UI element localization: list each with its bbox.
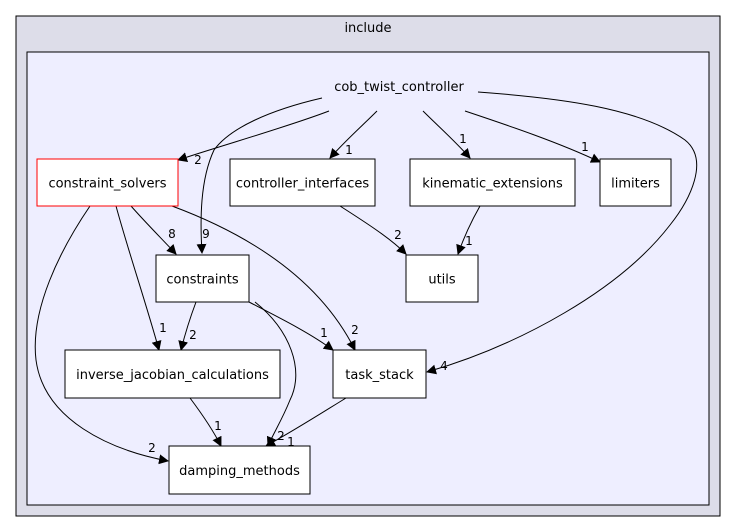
node-controller-interfaces[interactable]: controller_interfaces <box>229 158 376 207</box>
edge-line <box>339 205 407 255</box>
edge-line <box>34 205 169 465</box>
node-utils[interactable]: utils <box>405 254 479 303</box>
edge-constraint-solvers-to-damping-methods[interactable]: 2 <box>34 205 169 465</box>
edge-weight-label[interactable]: 1 <box>214 419 222 433</box>
node-constraint-solvers[interactable]: constraint_solvers <box>36 158 179 207</box>
node-label[interactable]: limiters <box>611 177 660 192</box>
edge-inverse-jacobian-calculations-to-damping-methods[interactable]: 1 <box>189 397 222 447</box>
node-label[interactable]: damping_methods <box>179 464 300 479</box>
node-limiters[interactable]: limiters <box>599 158 672 207</box>
node-label[interactable]: task_stack <box>345 368 414 383</box>
edge-weight-label[interactable]: 9 <box>202 227 210 241</box>
edge-weight-label[interactable]: 1 <box>465 234 473 248</box>
edge-weight-label[interactable]: 1 <box>459 132 467 146</box>
cob-twist-controller-label[interactable]: cob_twist_controller <box>334 80 464 95</box>
node-label[interactable]: constraint_solvers <box>48 177 166 192</box>
node-box[interactable] <box>155 254 250 303</box>
edge-weight-label[interactable]: 8 <box>168 227 176 241</box>
edge-line <box>130 205 177 255</box>
nodes: constraint_solvers controller_interfaces k… <box>36 158 672 495</box>
include-cluster-label: include <box>344 21 391 36</box>
edge-weight-label[interactable]: 1 <box>581 140 589 154</box>
edge-weight-label[interactable]: 1 <box>345 143 353 157</box>
edge-line <box>178 301 197 351</box>
edge-cob-twist-controller-to-limiters[interactable]: 1 <box>464 110 601 163</box>
edge-line <box>456 205 481 255</box>
edge-weight-label[interactable]: 2 <box>189 328 197 342</box>
edge-weight-label[interactable]: 2 <box>148 441 156 455</box>
edge-weight-label[interactable]: 2 <box>194 153 202 167</box>
node-task-stack[interactable]: task_stack <box>332 349 427 399</box>
node-constraints[interactable]: constraints <box>155 254 250 303</box>
edge-line <box>177 110 330 162</box>
node-label[interactable]: inverse_jacobian_calculations <box>76 368 269 383</box>
edge-cob-twist-controller-to-task-stack[interactable]: 4 <box>426 91 698 375</box>
edge-weight-label[interactable]: 1 <box>320 326 328 340</box>
node-kinematic-extensions[interactable]: kinematic_extensions <box>409 158 576 207</box>
node-label[interactable]: constraints <box>166 273 238 288</box>
edge-weight-label[interactable]: 4 <box>440 359 448 373</box>
edge-constraint-solvers-to-inverse-jacobian-calculations[interactable]: 1 <box>115 205 167 351</box>
node-label[interactable]: controller_interfaces <box>236 177 369 192</box>
edge-weight-label[interactable]: 1 <box>159 321 167 335</box>
edge-cob-twist-controller-to-constraint-solvers[interactable]: 2 <box>177 110 330 167</box>
edge-weight-label[interactable]: 2 <box>277 429 285 443</box>
node-box[interactable] <box>64 349 281 399</box>
edge-line <box>248 301 334 351</box>
edge-cob-twist-controller-to-kinematic-extensions[interactable]: 1 <box>422 110 471 159</box>
node-box[interactable] <box>599 158 672 207</box>
edge-line <box>196 97 323 254</box>
edge-line <box>265 397 347 447</box>
node-label[interactable]: kinematic_extensions <box>422 177 563 192</box>
edge-line <box>329 110 378 159</box>
node-box[interactable] <box>168 445 311 495</box>
edge-constraint-solvers-to-constraints[interactable]: 8 <box>130 205 177 255</box>
edge-line <box>426 91 698 375</box>
edge-weight-label[interactable]: 2 <box>351 323 359 337</box>
node-box[interactable] <box>229 158 376 207</box>
edge-task-stack-to-damping-methods[interactable]: 1 <box>265 397 347 449</box>
node-label[interactable]: utils <box>428 273 456 288</box>
edge-cob-twist-controller-to-constraints[interactable]: 9 <box>196 97 323 254</box>
node-box[interactable] <box>409 158 576 207</box>
node-damping-methods[interactable]: damping_methods <box>168 445 311 495</box>
node-box[interactable] <box>36 158 179 207</box>
edge-constraints-to-task-stack[interactable]: 1 <box>248 301 334 351</box>
edge-cob-twist-controller-to-controller-interfaces[interactable]: 1 <box>329 110 378 159</box>
edge-weight-label[interactable]: 1 <box>287 435 295 449</box>
node-box[interactable] <box>405 254 479 303</box>
cob-twist-controller-cluster[interactable] <box>26 51 710 506</box>
edge-line <box>171 205 356 351</box>
edge-constraints-to-damping-methods[interactable]: 2 <box>254 301 297 447</box>
edge-constraints-to-inverse-jacobian-calculations[interactable]: 2 <box>178 301 197 351</box>
edge-line <box>115 205 162 351</box>
edge-weight-label[interactable]: 2 <box>394 228 402 242</box>
edge-line <box>464 110 601 163</box>
edge-kinematic-extensions-to-utils[interactable]: 1 <box>456 205 481 255</box>
node-box[interactable] <box>332 349 427 399</box>
edge-controller-interfaces-to-utils[interactable]: 2 <box>339 205 407 255</box>
edge-line <box>189 397 222 447</box>
edge-line <box>254 301 297 447</box>
edge-line <box>422 110 471 159</box>
edge-constraint-solvers-to-task-stack[interactable]: 2 <box>171 205 359 351</box>
node-inverse-jacobian-calculations[interactable]: inverse_jacobian_calculations <box>64 349 281 399</box>
